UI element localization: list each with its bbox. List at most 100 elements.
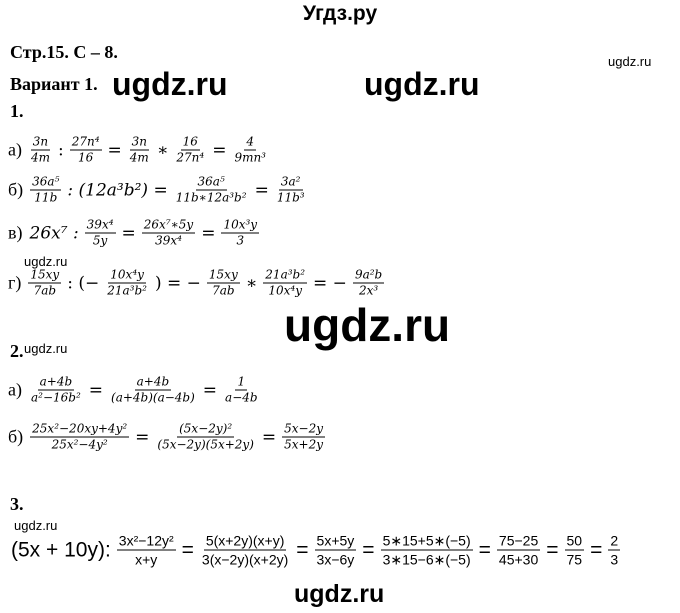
denominator: 5y [92,233,108,248]
expression-text: = [590,538,603,561]
watermark: ugdz.ru [112,66,228,102]
task-2-number: 2. [10,341,24,361]
denominator: 16 [78,150,94,165]
numerator: 5(x+2y)(x+y) [203,532,287,551]
numerator: 36a⁵ [30,174,62,191]
watermark: ugdz.ru [294,580,385,608]
numerator: 16 [180,134,200,151]
numerator: 27n⁴ [69,134,102,151]
denominator: 7ab [212,283,235,298]
expression-text: = [181,538,194,561]
fraction: 5(x+2y)(x+y)3(x−2y)(x+2y) [200,532,290,569]
row-label: в) [8,222,23,243]
expression-text: ) = − [154,273,201,293]
numerator: 3n [30,134,51,151]
expression-text: : (− [67,273,100,293]
expression-text: 26x⁷ : [29,223,79,243]
watermark: ugdz.ru [14,518,58,533]
expression-text: ∗ [245,273,258,293]
expression-text: = [88,380,104,400]
expression-text: = [212,140,227,160]
numerator: 3x²−12y² [116,532,176,551]
denominator: 45+30 [498,551,539,568]
denominator: 3x−6y [316,551,355,568]
fraction: a+4b(a+4b)(a−4b) [109,375,197,406]
numerator: 15xy [206,267,240,284]
numerator: 39x⁴ [84,217,116,234]
expression-text: = [201,223,216,243]
denominator: 39x⁴ [155,233,182,248]
row-label: г) [8,272,22,293]
denominator: a−4b [225,390,258,405]
denominator: 75 [566,551,583,568]
numerator: 10x⁴y [108,267,146,284]
denominator: (a+4b)(a−4b) [111,390,195,405]
numerator: 4 [244,134,257,151]
numerator: a+4b [134,374,172,391]
numerator: 15xy [28,267,62,284]
expression-text: ∗ [156,140,169,160]
numerator: 5∗15+5∗(−5) [380,532,473,551]
numerator: 5x−2y [282,421,325,438]
variant-heading: Вариант 1. [10,74,98,94]
expression-text: (5x + 10y): [11,538,111,561]
expression-text: = [121,223,136,243]
numerator: 9a²b [352,267,385,284]
numerator: (5x−2y)² [177,421,235,438]
denominator: 9mn³ [234,150,266,165]
watermark: ugdz.ru [24,254,68,269]
denominator: 27n⁴ [176,150,205,165]
watermark: ugdz.ru [24,341,68,356]
task-1-number: 1. [10,101,24,121]
denominator: 10x⁴y [268,283,302,298]
numerator: a+4b [37,374,75,391]
fraction: 5∗15+5∗(−5)3∗15−6∗(−5) [380,532,473,569]
denominator: 11b [34,190,58,205]
numerator: 21a³b² [263,267,308,284]
expression-text: = − [313,273,347,293]
row-label: б) [8,179,24,200]
numerator: 10x³y [221,217,260,234]
denominator: (5x−2y)(5x+2y) [157,437,254,452]
denominator: 2x³ [358,283,379,298]
numerator: 2 [608,532,621,551]
numerator: 5x+5y [314,532,357,551]
denominator: 3 [236,233,245,248]
denominator: 3(x−2y)(x+2y) [201,551,289,568]
numerator: 1 [235,374,248,391]
denominator: 21a³b² [107,283,147,298]
numerator: 26x⁷∗5y [141,217,196,234]
expression-text: = [254,180,269,200]
numerator: 36a⁵ [195,174,227,191]
numerator: 3n [129,134,149,151]
site-title: Угдз.ру [302,2,378,25]
denominator: 5x+2y [284,437,323,452]
row-label: б) [8,426,24,447]
expression-text: = [296,538,309,561]
expression-text: = [478,538,491,561]
